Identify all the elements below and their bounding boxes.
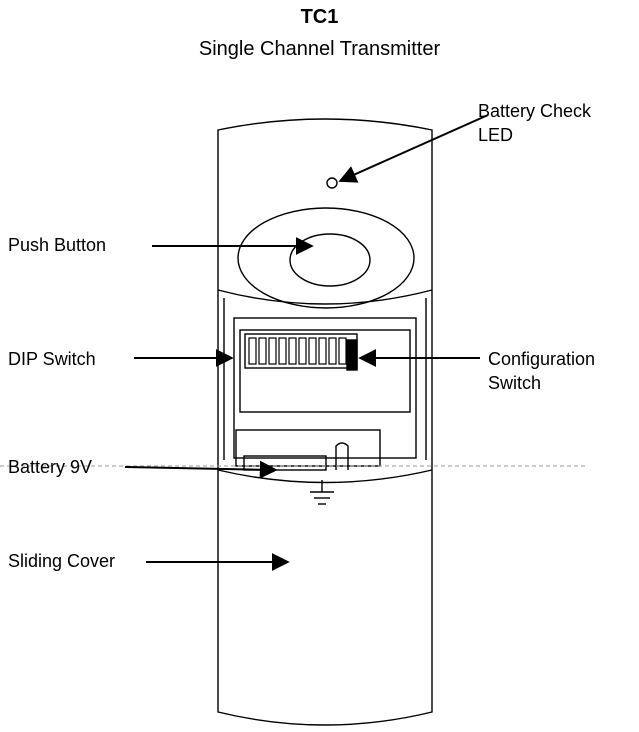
dip-switch-toggles [248, 337, 347, 365]
label-led: LED [478, 125, 514, 145]
label-configuration: Configuration [488, 349, 596, 369]
dip-switch-block [244, 333, 358, 369]
configuration-switch [346, 339, 358, 371]
remote-body-outline [217, 118, 433, 726]
push-button-ring [237, 207, 415, 309]
arrow-battery-check [338, 114, 489, 183]
push-button [289, 233, 371, 287]
circuit-board [239, 329, 411, 413]
battery-check-led [326, 177, 338, 189]
top-cap-outline [217, 289, 433, 305]
label-dip-switch: DIP Switch [8, 349, 96, 369]
battery-clip [335, 442, 349, 470]
label-battery-9v: Battery 9V [8, 457, 93, 477]
sliding-cover-edge [217, 469, 433, 484]
label-sliding-cover: Sliding Cover [8, 551, 116, 571]
label-switch: Switch [488, 373, 542, 393]
battery-holder [235, 429, 381, 467]
label-battery-check: Battery Check [478, 101, 592, 121]
diagram-title: TC1 [300, 6, 339, 28]
diagram-subtitle: Single Channel Transmitter [198, 38, 441, 60]
arrow-battery [124, 460, 278, 479]
compartment-outline [233, 317, 417, 459]
label-push-button: Push Button [8, 235, 107, 255]
battery-9v [243, 455, 327, 471]
